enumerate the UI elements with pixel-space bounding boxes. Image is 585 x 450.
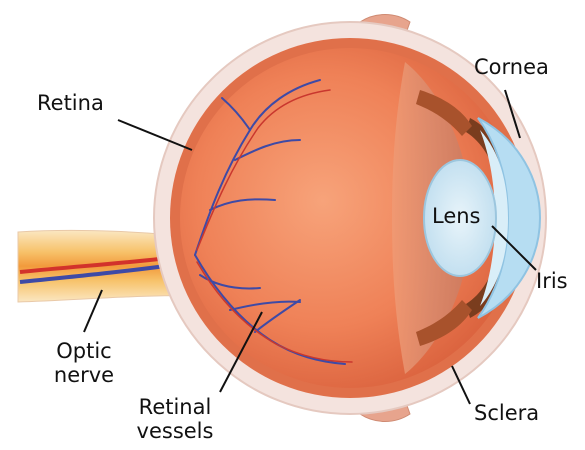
label-lens: Lens	[432, 205, 481, 229]
label-optic-nerve: Optic nerve	[48, 340, 120, 387]
label-optic-nerve-line1: Optic	[48, 340, 120, 364]
label-retinal-vessels: Retinal vessels	[130, 396, 220, 443]
label-retinal-vessels-line2: vessels	[130, 420, 220, 444]
label-sclera: Sclera	[474, 402, 539, 426]
label-optic-nerve-line2: nerve	[48, 364, 120, 388]
label-cornea: Cornea	[474, 56, 549, 80]
label-iris: Iris	[536, 270, 568, 294]
label-retina: Retina	[37, 92, 104, 116]
label-retinal-vessels-line1: Retinal	[130, 396, 220, 420]
